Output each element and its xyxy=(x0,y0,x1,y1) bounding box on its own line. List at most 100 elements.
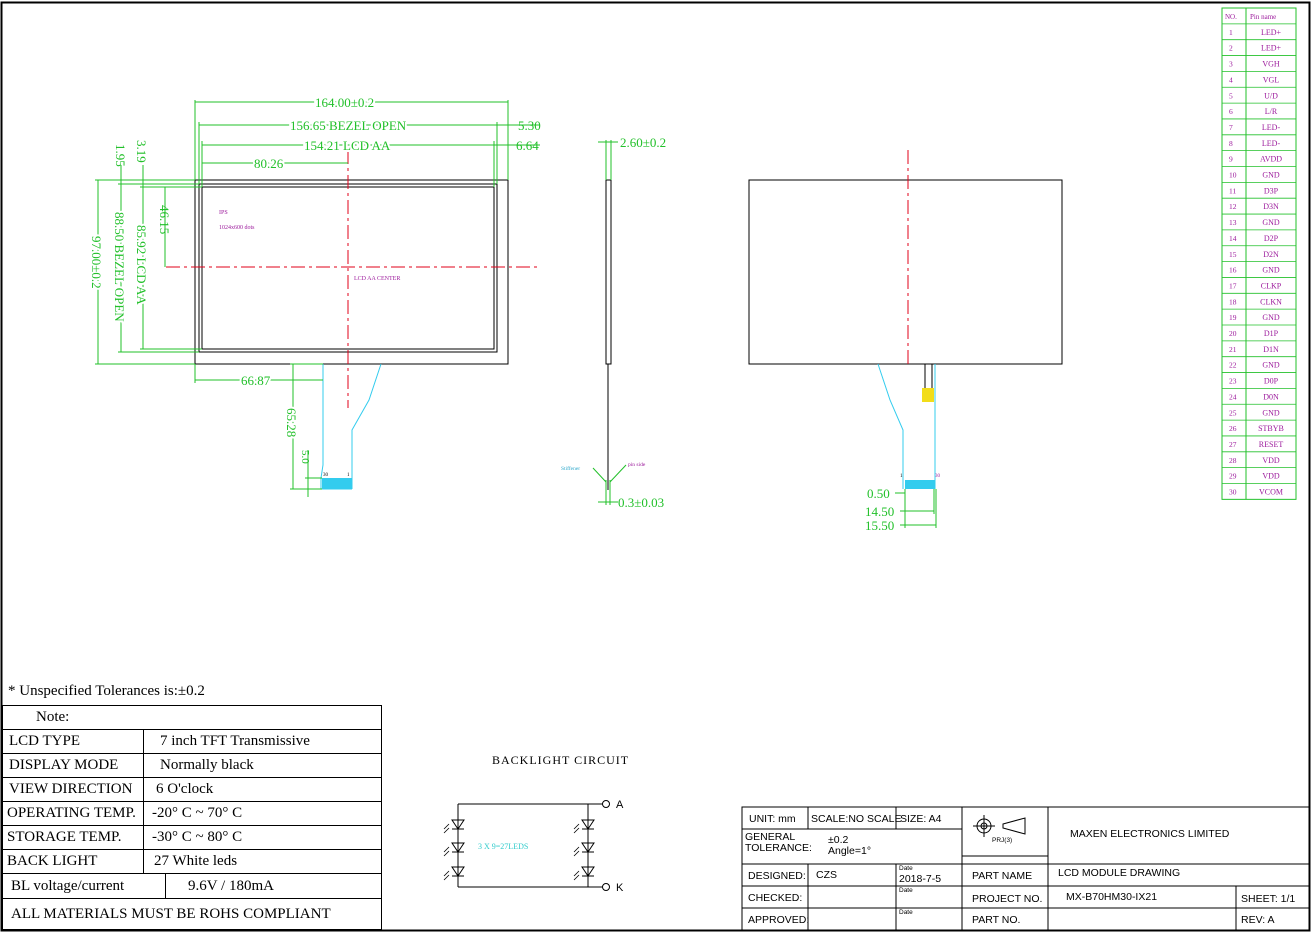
anode-terminal xyxy=(602,800,610,808)
tb-angle: Angle=1° xyxy=(828,845,872,857)
pin-header-no: NO. xyxy=(1225,13,1237,21)
pin-number: 13 xyxy=(1229,218,1237,227)
tb-general: GENERAL xyxy=(745,831,796,843)
tb-part-name: LCD MODULE DRAWING xyxy=(1058,867,1181,879)
pin-name: D0P xyxy=(1264,377,1279,386)
pin-name: STBYB xyxy=(1258,424,1284,433)
pin-name: CLKN xyxy=(1260,297,1282,306)
tb-checked-label: CHECKED: xyxy=(748,892,803,904)
tb-rev: REV: A xyxy=(1241,914,1275,926)
notes-footer: ALL MATERIALS MUST BE ROHS COMPLIANT xyxy=(2,898,382,930)
pin-number: 9 xyxy=(1229,155,1233,164)
pin-number: 2 xyxy=(1229,44,1233,53)
led-icon xyxy=(573,866,595,881)
pin-number: 19 xyxy=(1229,313,1237,322)
pin-number: 12 xyxy=(1229,202,1237,211)
pin-number: 3 xyxy=(1229,60,1233,69)
tb-tol-value: ±0.2 xyxy=(828,834,849,846)
pin-name: RESET xyxy=(1259,440,1284,449)
label-fpc-pin-1: 1 xyxy=(347,473,350,478)
notes-row: BL voltage/current 9.6V / 180mA xyxy=(2,873,382,899)
pin-name: D3N xyxy=(1263,202,1279,211)
pin-name: VGL xyxy=(1263,75,1280,84)
pin-name: D2N xyxy=(1263,250,1279,259)
label-pin-side: pin side xyxy=(628,462,646,468)
tb-unit: UNIT: mm xyxy=(749,813,796,825)
tb-company: MAXEN ELECTRONICS LIMITED xyxy=(1070,828,1230,840)
fpc-left-edge xyxy=(320,364,324,489)
note-value: 6 O'clock xyxy=(143,777,382,802)
notes-row: STORAGE TEMP.-30° C ~ 80° C xyxy=(2,825,382,850)
back-outline xyxy=(748,179,1063,365)
pin-number: 6 xyxy=(1229,107,1233,116)
note-label: OPERATING TEMP. xyxy=(2,801,144,826)
pin-name: LED+ xyxy=(1261,28,1282,37)
back-label-pin-1: 1 xyxy=(900,474,903,479)
cathode-terminal xyxy=(602,883,610,891)
dim-center-x: 80.26 xyxy=(254,156,284,171)
pin-name: LED- xyxy=(1262,139,1281,148)
note-value: 9.6V / 180mA xyxy=(188,877,274,894)
label-ips: IPS xyxy=(219,210,228,216)
dim-thickness: 2.60±0.2 xyxy=(620,135,666,150)
pin-number: 4 xyxy=(1229,75,1233,84)
note-label: BL voltage/current xyxy=(3,874,166,898)
pin-name: D2P xyxy=(1264,234,1279,243)
pin-number: 18 xyxy=(1229,297,1237,306)
title-block-grid xyxy=(741,806,1310,931)
pin-name: GND xyxy=(1262,266,1280,275)
pin-name: VCOM xyxy=(1259,488,1283,497)
note-label: BACK LIGHT xyxy=(2,849,144,874)
backlight-title: BACKLIGHT CIRCUIT xyxy=(492,753,630,767)
pin-number: 8 xyxy=(1229,139,1233,148)
note-value: 7 inch TFT Transmissive xyxy=(143,729,382,754)
tb-project: MX-B70HM30-IX21 xyxy=(1066,891,1158,903)
pin-number: 25 xyxy=(1229,408,1237,417)
dim-pin-span: 14.50 xyxy=(865,504,894,519)
pin-table-border xyxy=(1221,7,1297,500)
label-cathode: K xyxy=(616,882,624,894)
pin-number: 7 xyxy=(1229,123,1233,132)
tb-tolerance: TOLERANCE: xyxy=(745,842,812,854)
pin-name: VGH xyxy=(1262,60,1280,69)
pin-number: 23 xyxy=(1229,377,1237,386)
notes-footer-row: ALL MATERIALS MUST BE ROHS COMPLIANT xyxy=(2,898,382,930)
tb-part-name-label: PART NAME xyxy=(972,870,1033,882)
led-icon xyxy=(443,866,465,881)
pin-name: VDD xyxy=(1262,456,1280,465)
led-icon xyxy=(443,819,465,834)
tolerance-note: * Unspecified Tolerances is:±0.2 xyxy=(8,683,205,699)
front-view-labels: IPS 1024x600 dots LCD AA CENTER 30 1 xyxy=(219,210,400,478)
pin-number: 21 xyxy=(1229,345,1237,354)
pin-number: 26 xyxy=(1229,424,1237,433)
note-label: VIEW DIRECTION xyxy=(2,777,144,802)
label-resolution: 1024x600 dots xyxy=(219,225,255,231)
module-outline xyxy=(194,179,509,365)
led-icon xyxy=(573,842,595,857)
pin-name: U/D xyxy=(1264,91,1278,100)
pin-number: 27 xyxy=(1229,440,1237,449)
dim-bezel-height: 88.50 BEZEL OPEN xyxy=(112,212,127,322)
note-value: Normally black xyxy=(143,753,382,778)
pin-name: GND xyxy=(1262,361,1280,370)
notes-title: Note: xyxy=(2,705,382,730)
note-label: STORAGE TEMP. xyxy=(2,825,144,850)
dim-fpc-offset: 66.87 xyxy=(241,373,271,388)
dim-top-bezel: 1.95 xyxy=(113,144,128,167)
label-aa-center: LCD AA CENTER xyxy=(354,276,400,282)
pin-name: CLKP xyxy=(1261,281,1282,290)
dim-outline-height: 97.00±0.2 xyxy=(89,236,104,289)
dim-fpc-thickness: 0.3±0.03 xyxy=(618,495,664,510)
led-icon xyxy=(443,842,465,857)
dim-right-aa: 6.64 xyxy=(516,138,539,153)
tb-date: 2018-7-5 xyxy=(899,873,942,885)
pin-number: 22 xyxy=(1229,361,1237,370)
pin-name: LED+ xyxy=(1261,44,1282,53)
pin-number: 15 xyxy=(1229,250,1237,259)
dim-fpc-length: 65.28 xyxy=(284,408,299,437)
